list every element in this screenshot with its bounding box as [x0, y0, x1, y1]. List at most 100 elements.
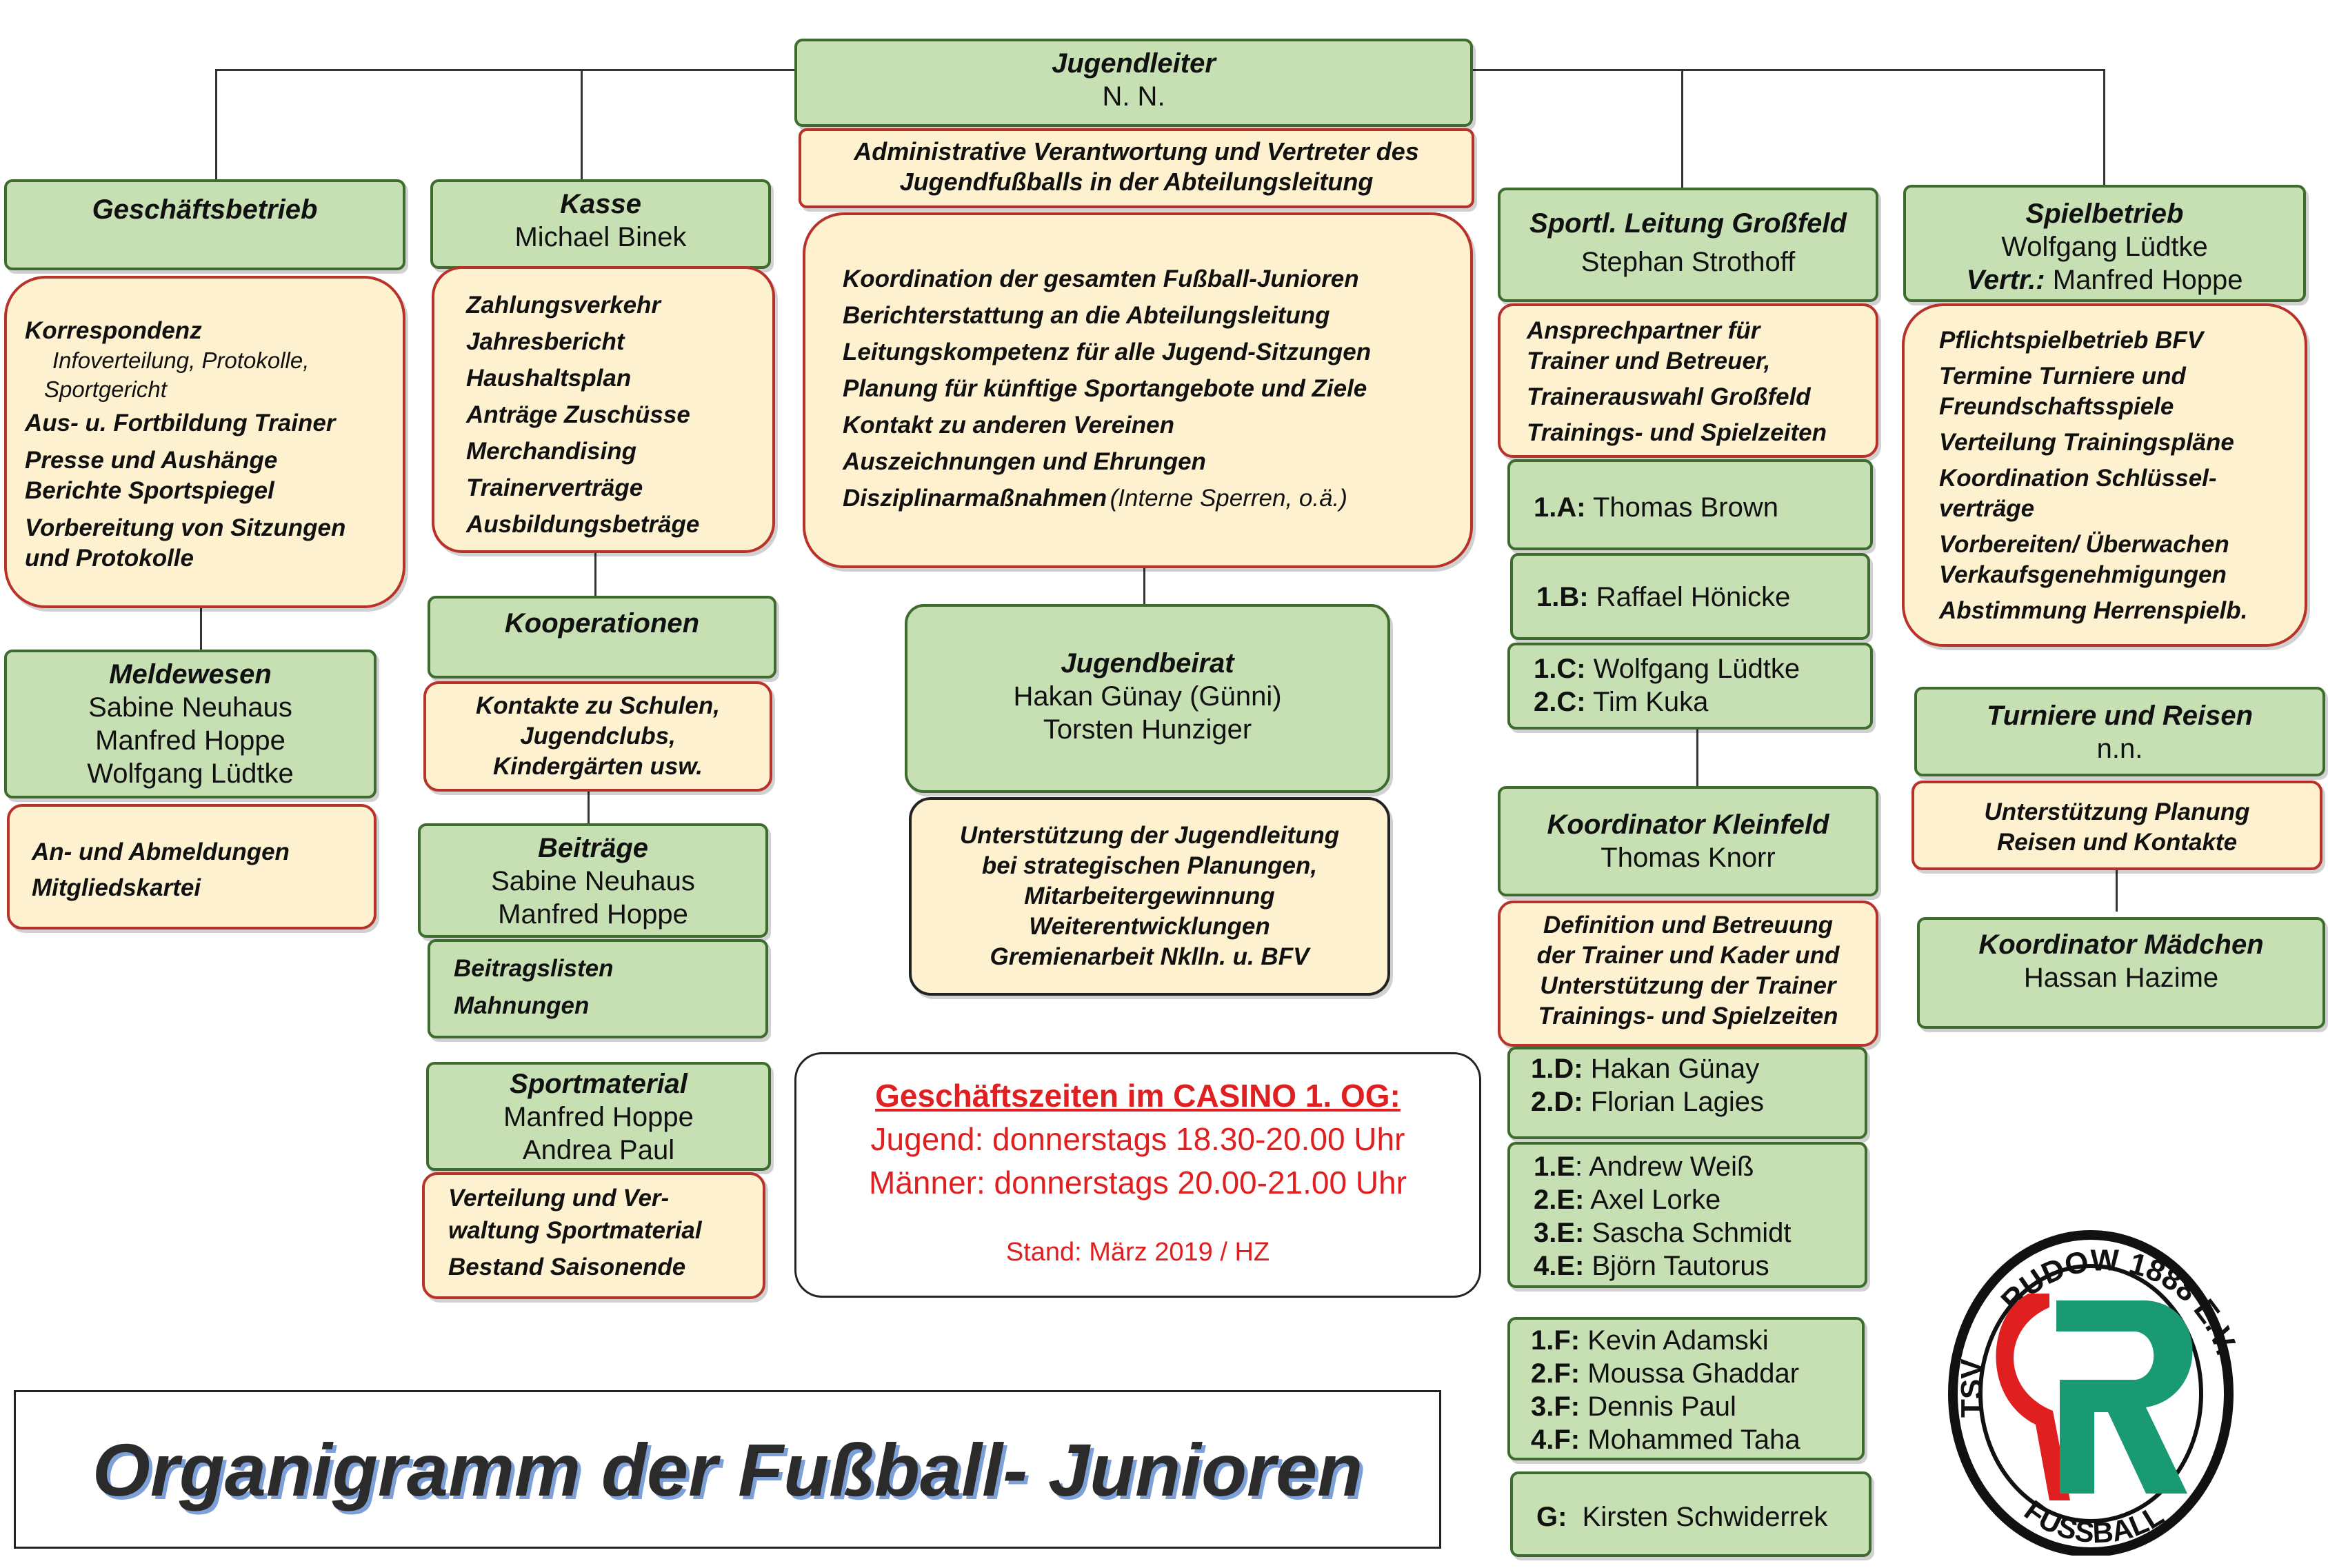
task-item: Unterstützung der Jugendleitung	[959, 822, 1340, 849]
task-item: Disziplinarmaßnahmen	[843, 485, 1107, 512]
team-box-c: 1.C: Wolfgang Lüdtke 2.C: Tim Kuka	[1507, 643, 1873, 730]
connector-line	[200, 607, 202, 651]
task-item: und Protokolle	[25, 545, 194, 572]
task-item: Trainerauswahl Großfeld	[1527, 383, 1811, 410]
geschaeftsbetrieb-box: Geschäftsbetrieb	[4, 179, 405, 270]
team-entry: 1.E: Andrew Weiß	[1534, 1152, 1754, 1182]
person-name: Andrea Paul	[522, 1135, 675, 1165]
task-item: An- und Abmeldungen	[32, 838, 290, 865]
person-name: Michael Binek	[514, 222, 687, 252]
task-item: Ansprechpartner für	[1527, 317, 1760, 344]
task-item-with-note: Disziplinarmaßnahmen (Interne Sperren, o…	[843, 480, 1470, 521]
task-item: Leitungskompetenz für alle Jugend-Sitzun…	[843, 339, 1372, 365]
kooperationen-box: Kooperationen	[428, 596, 776, 679]
task-item: Definition und Betreuung	[1543, 912, 1833, 938]
team-entry: 1.D: Hakan Günay	[1531, 1054, 1760, 1084]
turniere-box: Turniere und Reisen n.n.	[1914, 687, 2325, 776]
turniere-tasks-box: Unterstützung Planung Reisen und Kontakt…	[1911, 781, 2322, 870]
task-sub-item: Sportgericht	[44, 376, 167, 402]
task-item: Vorbereitung von Sitzungen	[25, 514, 346, 541]
team-entry: 2.C: Tim Kuka	[1534, 687, 1709, 717]
maedchen-title: Koordinator Mädchen	[1978, 929, 2264, 960]
team-entry: 2.E: Axel Lorke	[1534, 1185, 1721, 1215]
page-title: Organigramm der Fußball- Junioren	[92, 1427, 1363, 1511]
jugendleiter-tasks-box: Koordination der gesamten Fußball-Junior…	[803, 212, 1473, 568]
task-item: Anträge Zuschüsse	[466, 401, 690, 428]
task-item: Freundschaftsspiele	[1939, 393, 2174, 420]
geschaeftszeiten-box: Geschäftszeiten im CASINO 1. OG: Jugend:…	[794, 1052, 1481, 1298]
task-item: Verkaufsgenehmigungen	[1939, 561, 2227, 588]
person-name: Hakan Günay (Günni)	[1013, 681, 1282, 712]
jugendleiter-role-line: Administrative Verantwortung und Vertret…	[854, 137, 1419, 165]
jugendleiter-box: Jugendleiter N. N.	[794, 39, 1473, 127]
kasse-tasks-box: Zahlungsverkehr Jahresbericht Haushaltsp…	[432, 266, 775, 553]
task-item: Kontakt zu anderen Vereinen	[843, 412, 1175, 439]
logo-r-green	[2056, 1300, 2193, 1494]
turniere-title: Turniere und Reisen	[1986, 701, 2253, 731]
task-item: Bestand Saisonende	[448, 1254, 686, 1280]
task-item: Zahlungsverkehr	[466, 292, 661, 319]
task-item: Auszeichnungen und Ehrungen	[843, 448, 1206, 475]
beitraege-tasks-box: Beitragslisten Mahnungen	[428, 939, 768, 1038]
task-item: Abstimmung Herrenspielb.	[1939, 597, 2248, 624]
jugendleiter-title: Jugendleiter	[1052, 48, 1216, 79]
geschaeftsbetrieb-title: Geschäftsbetrieb	[92, 194, 318, 225]
person-name: Manfred Hoppe	[498, 899, 688, 929]
team-entry: 4.F: Mohammed Taha	[1531, 1425, 1800, 1455]
connector-line	[588, 792, 590, 823]
task-item: Verteilung und Ver-	[448, 1185, 670, 1212]
kasse-box: Kasse Michael Binek	[430, 179, 771, 269]
jugendbeirat-tasks-box: Unterstützung der Jugendleitung bei stra…	[909, 797, 1390, 996]
stand-date: Stand: März 2019 / HZ	[1005, 1238, 1270, 1267]
connector-line	[594, 552, 596, 597]
page-title-box: Organigramm der Fußball- Junioren	[14, 1390, 1441, 1549]
team-box-e: 1.E: Andrew Weiß 2.E: Axel Lorke 3.E: Sa…	[1507, 1142, 1867, 1288]
task-item: Vorbereiten/ Überwachen	[1939, 531, 2229, 558]
task-item: Gremienarbeit Nklln. u. BFV	[990, 943, 1310, 970]
sportmaterial-tasks-box: Verteilung und Ver- waltung Sportmateria…	[422, 1172, 765, 1299]
meldewesen-title: Meldewesen	[109, 659, 272, 690]
geschaeftszeiten-title: Geschäftszeiten im CASINO 1. OG:	[875, 1078, 1401, 1114]
task-item: Aus- u. Fortbildung Trainer	[25, 410, 336, 436]
task-item: Trainerverträge	[466, 474, 643, 501]
grossfeld-title: Sportl. Leitung Großfeld	[1529, 208, 1847, 239]
geschaeftszeiten-maenner: Männer: donnerstags 20.00-21.00 Uhr	[869, 1165, 1407, 1200]
team-box-d: 1.D: Hakan Günay 2.D: Florian Lagies	[1507, 1047, 1867, 1139]
team-box-b: 1.B: Raffael Hönicke	[1510, 553, 1870, 640]
person-name: Manfred Hoppe	[503, 1102, 694, 1132]
task-item: Planung für künftige Sportangebote und Z…	[843, 375, 1367, 402]
team-entry: 3.E: Sascha Schmidt	[1534, 1218, 1792, 1248]
task-item: bei strategischen Planungen,	[981, 852, 1318, 879]
task-item: Haushaltsplan	[466, 365, 632, 392]
grossfeld-tasks-box: Ansprechpartner für Trainer und Betreuer…	[1498, 303, 1878, 458]
team-entry: 1.F: Kevin Adamski	[1531, 1325, 1769, 1356]
jugendbeirat-box: Jugendbeirat Hakan Günay (Günni) Torsten…	[905, 604, 1390, 793]
person-name: Stephan Strothoff	[1581, 247, 1796, 277]
team-entry: 1.B: Raffael Hönicke	[1536, 582, 1791, 612]
person-name: Sabine Neuhaus	[491, 866, 695, 896]
task-item: Mitarbeitergewinnung	[1024, 883, 1275, 909]
spielbetrieb-box: Spielbetrieb Wolfgang Lüdtke Vertr.: Man…	[1903, 185, 2306, 302]
task-item: Kindergärten usw.	[492, 753, 703, 780]
team-entry: 2.D: Florian Lagies	[1531, 1087, 1764, 1117]
person-name: n.n.	[2096, 734, 2143, 764]
task-item: Trainings- und Spielzeiten	[1527, 419, 1827, 446]
connector-line	[1696, 730, 1698, 789]
maedchen-box: Koordinator Mädchen Hassan Hazime	[1917, 917, 2325, 1029]
person-name: Wolfgang Lüdtke	[87, 758, 294, 789]
task-item: Trainer und Betreuer,	[1527, 348, 1771, 374]
team-entry: 3.F: Dennis Paul	[1531, 1391, 1736, 1422]
team-entry: 1.A: Thomas Brown	[1534, 492, 1778, 523]
beitraege-box: Beiträge Sabine Neuhaus Manfred Hoppe	[418, 823, 768, 938]
team-entry: 4.E: Björn Tautorus	[1534, 1251, 1769, 1281]
team-box-f: 1.F: Kevin Adamski 2.F: Moussa Ghaddar 3…	[1507, 1317, 1865, 1460]
task-item: Merchandising	[466, 438, 636, 465]
geschaeftszeiten-jugend: Jugend: donnerstags 18.30-20.00 Uhr	[870, 1121, 1405, 1157]
task-item: Korrespondenz	[25, 317, 202, 344]
task-item: Termine Turniere und	[1939, 363, 2186, 390]
task-item: Jugendclubs,	[520, 723, 676, 750]
task-item: Pflichtspielbetrieb BFV	[1939, 327, 2204, 354]
task-item: Unterstützung Planung	[1984, 798, 2250, 825]
logo-text-left: TSV	[1955, 1358, 1989, 1418]
person-name: Sabine Neuhaus	[88, 692, 292, 723]
